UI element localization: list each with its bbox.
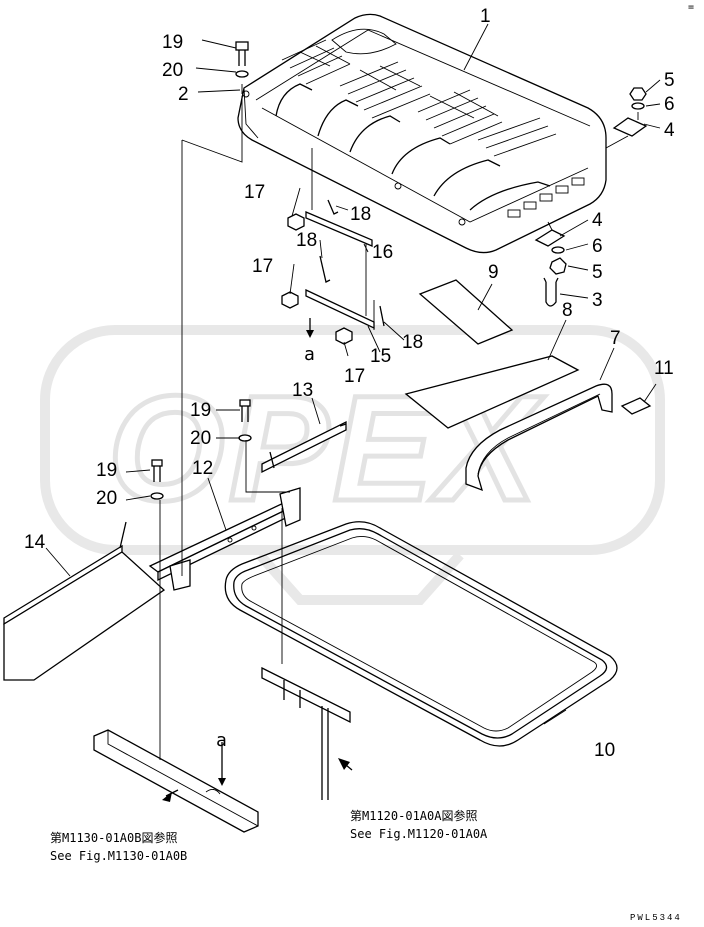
callout-12: 12 (192, 458, 213, 479)
pad-9 (418, 279, 514, 345)
rail-7 (465, 383, 613, 492)
seal-10 (224, 521, 618, 747)
callout-10: 10 (594, 740, 615, 761)
callout-17-a: 17 (244, 182, 265, 203)
lower-mount-right (261, 666, 353, 800)
callout-13: 13 (292, 380, 313, 401)
callout-20-mid: 20 (190, 428, 211, 449)
callout-17-b: 17 (252, 256, 273, 277)
callout-11: 11 (654, 358, 674, 379)
callout-7: 7 (610, 328, 621, 349)
callout-17-c: 17 (344, 366, 365, 387)
callout-19-left: 19 (96, 460, 117, 481)
mat-8 (404, 355, 580, 429)
leader-lines (45, 23, 661, 725)
ref-right-jp: 第M1120-01A0A図参照 (350, 808, 477, 823)
bracket-12 (148, 487, 301, 591)
callout-9: 9 (488, 262, 499, 283)
panel-14 (3, 521, 166, 681)
callout-6-top: 6 (664, 94, 675, 115)
roof-cover (237, 13, 607, 254)
lower-mount-left (93, 729, 259, 833)
ref-right-en: See Fig.M1120-01A0A (350, 827, 488, 841)
reference-lines (159, 96, 290, 760)
callouts: 1 19 20 2 5 6 4 4 6 5 3 9 8 7 11 17 18 1… (24, 6, 675, 761)
callout-1: 1 (480, 6, 491, 27)
view-marker-lower: a (216, 730, 227, 751)
fastener-set-lower-right (534, 221, 567, 307)
clips-18 (319, 199, 385, 327)
bolt-top (235, 41, 249, 78)
callout-18-b: 18 (296, 230, 317, 251)
plate-13 (261, 420, 347, 474)
callout-15: 15 (370, 346, 391, 367)
callout-2: 2 (178, 84, 189, 105)
bolt-mid-left (150, 459, 164, 500)
ref-left-en: See Fig.M1130-01A0B (50, 849, 187, 863)
callout-20-left: 20 (96, 488, 117, 509)
callout-19-mid: 19 (190, 400, 211, 421)
label-11 (620, 397, 652, 415)
fastener-set-upper-right (605, 87, 648, 149)
view-marker-upper: a (304, 344, 315, 365)
callout-4-top: 4 (664, 120, 675, 141)
callout-6-lower: 6 (592, 236, 603, 257)
callout-4-lower: 4 (592, 210, 603, 231)
reference-notes: 第M1130-01A0B図参照 See Fig.M1130-01A0B 第M11… (50, 808, 488, 863)
bracket-16 (305, 148, 373, 316)
corner-mark: = (688, 2, 694, 13)
callout-19-top: 19 (162, 32, 183, 53)
callout-8: 8 (562, 300, 573, 321)
callout-18-a: 18 (350, 204, 371, 225)
callout-5-lower: 5 (592, 262, 603, 283)
callout-18-c: 18 (402, 332, 423, 353)
callout-5-top: 5 (664, 70, 675, 91)
bracket-15 (305, 288, 375, 330)
ref-left-jp: 第M1130-01A0B図参照 (50, 830, 177, 845)
callout-3: 3 (592, 290, 603, 311)
callout-14: 14 (24, 532, 46, 553)
callout-16: 16 (372, 242, 393, 263)
drawing-code: PWL5344 (630, 913, 682, 923)
callout-20-top: 20 (162, 60, 183, 81)
